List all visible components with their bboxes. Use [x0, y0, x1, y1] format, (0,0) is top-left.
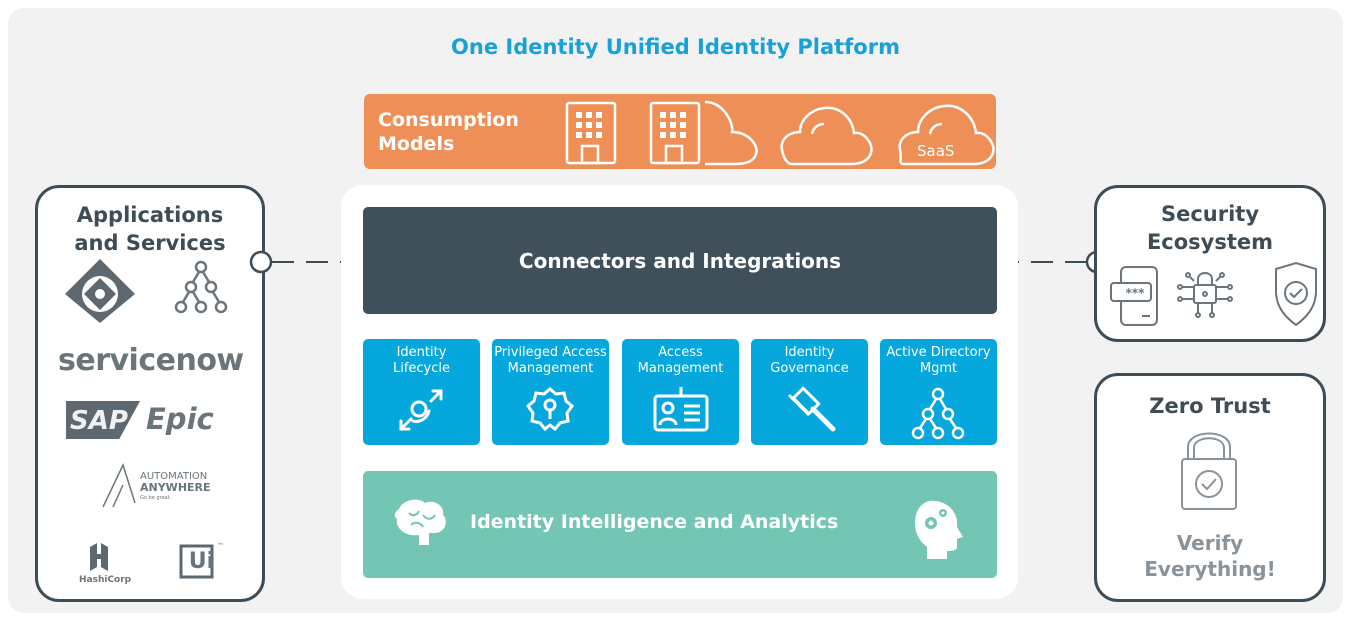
gavel-icon	[787, 386, 836, 432]
hierarchy-icon	[174, 260, 228, 314]
uipath-text: Ui	[188, 549, 215, 574]
uipath-trademark: ™	[217, 542, 224, 550]
shield-check-icon	[1275, 261, 1317, 327]
hierarchy-icon	[911, 387, 965, 440]
lock-circuit-icon	[1177, 272, 1233, 318]
lifecycle-arrows-icon	[399, 389, 443, 431]
azure-ad-icon	[65, 259, 135, 323]
zero-trust-title: Zero Trust	[1149, 394, 1271, 418]
connectors-integrations-bar: Connectors and Integrations	[363, 207, 997, 314]
id-card-icon	[653, 387, 709, 432]
diagram-title: One Identity Unified Identity Platform	[451, 35, 900, 59]
automation-anywhere-text: AUTOMATION ANYWHERE Go be great.	[140, 471, 211, 501]
applications-title: Applications and Services	[74, 203, 226, 255]
analytics-label: Identity Intelligence and Analytics	[470, 511, 839, 533]
head-gears-icon	[915, 500, 963, 559]
applications-panel: Applications and Services	[35, 185, 265, 602]
saas-label: SaaS	[917, 142, 955, 160]
cloud-icon	[780, 106, 873, 166]
keyhole-badge-icon	[525, 387, 575, 432]
hashicorp-text: HashiCorp	[79, 575, 132, 585]
uipath-logo	[179, 544, 214, 579]
saas-cloud-icon	[898, 104, 995, 166]
building-icon	[565, 101, 617, 165]
zero-trust-panel: Zero Trust Verify Everything!	[1094, 373, 1326, 602]
automation-anywhere-logo	[102, 462, 136, 508]
lock-check-icon	[1181, 432, 1237, 510]
consumption-models-bar: Consumption Models	[364, 94, 996, 169]
password-mask: ***	[1125, 286, 1145, 300]
phone-password-icon	[1110, 266, 1158, 326]
epic-logo: Epic	[146, 402, 214, 436]
zero-trust-message: Verify Everything!	[1144, 531, 1276, 581]
hashicorp-logo	[90, 543, 108, 571]
identity-intelligence-bar: Identity Intelligence and Analytics	[363, 471, 997, 578]
security-title: Security Ecosystem	[1146, 202, 1274, 254]
left-connection-node	[249, 250, 273, 274]
brain-icon	[394, 499, 446, 545]
building-cloud-icon	[649, 100, 758, 166]
servicenow-logo: servicenow	[58, 343, 244, 378]
security-ecosystem-panel: Security Ecosystem ***	[1094, 185, 1326, 342]
consumption-label: Consumption Models	[378, 109, 519, 155]
